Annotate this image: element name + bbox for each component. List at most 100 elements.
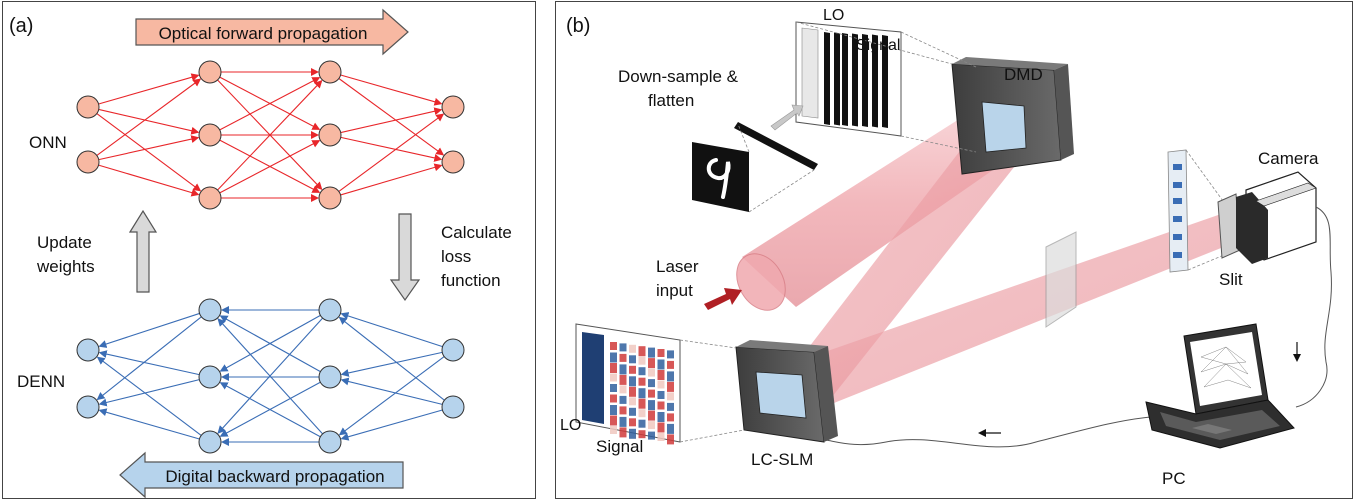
slm-pixel [629,397,636,406]
panel-b-label: (b) [566,15,590,37]
lcslm-label: LC-SLM [751,450,813,469]
lc-slm-device [735,340,838,443]
slm-pixel [629,376,636,387]
slm-pixel [648,347,655,358]
denn-edge [98,312,200,348]
onn-node [198,60,222,84]
slm-pixel [629,386,636,397]
denn-edge [340,409,443,441]
loss-label-2: loss [441,247,471,266]
denn-edge [96,316,202,401]
onn-edge [340,74,443,106]
onn-node [318,186,342,210]
slm-pixel [648,400,655,411]
onn-edge [338,78,445,156]
strip-mark [1173,198,1182,204]
loss-label-1: Calculate [441,223,512,242]
onn-node [76,95,100,119]
slm-pixel [648,379,655,388]
slm-pixel [657,370,665,380]
forward-propagation-arrow [135,8,409,56]
onn-node [318,123,342,147]
denn-nodes [76,298,465,454]
slm-pixel [667,402,674,411]
slm-pixel [657,359,665,370]
slm-pixel [657,422,665,433]
lo-bottom-label: LO [560,417,581,434]
onn-node [198,123,222,147]
slm-pixel [629,407,636,416]
onn-edge [217,79,323,191]
slm-pixel [629,365,636,374]
denn-node [198,430,222,454]
slm-pixel [648,431,655,440]
onn-edge [340,136,443,162]
slm-pixel [610,384,617,392]
backward-arrow-label: Digital backward propagation [165,467,384,486]
slm-pixel [657,401,665,410]
slm-pixel [648,368,655,377]
camera-label: Camera [1258,149,1319,168]
dmd-stripe [862,34,868,127]
slm-pixel [629,418,636,427]
slm-pixel [619,385,627,394]
slm-pixel [638,388,646,399]
dmd-label: DMD [1004,65,1043,84]
slit-label: Slit [1219,270,1243,289]
onn-node [441,150,465,174]
slm-pixel [667,413,674,422]
lens [1045,231,1077,328]
slm-pixel [667,423,674,434]
denn-node [198,365,222,389]
denn-connections [96,306,445,446]
onn-nodes [76,60,465,210]
laser-label-1: Laser [656,257,699,276]
strip-mark [1173,216,1182,222]
denn-edge [219,382,321,438]
onn-edge [96,113,202,192]
denn-node [318,430,342,454]
onn-edge [98,73,200,105]
downsample-arrow [770,104,804,131]
denn-edge [338,316,445,401]
slm-pixel [610,373,617,382]
panel-a-canvas: (a) Optical forward propagation ONN Upda… [9,8,512,499]
denn-edge [98,379,200,407]
strip-mark [1173,164,1182,170]
beam-input-face [736,253,786,311]
mnist-digit-image [692,142,749,212]
slm-pixel [619,395,627,404]
dmd-device [951,57,1074,175]
denn-edge [98,408,200,440]
slm-pixel [619,416,627,427]
onn-edge [98,135,200,161]
slm-pixel [638,409,646,418]
denn-node [318,298,342,322]
denn-node [198,298,222,322]
slm-pixel [667,371,674,382]
update-label-2: weights [36,257,95,276]
lc-slm-screen [755,371,807,419]
laser-input-arrow [704,288,742,310]
slm-to-slit-beam [796,214,1236,407]
onn-node [318,60,342,84]
denn-node [441,395,465,419]
panel-b-canvas: (b) DMD LO [560,7,1332,488]
slm-pixel [619,364,627,375]
slm-pixel [657,349,665,357]
strip-mark [1173,252,1182,258]
slm-pixel [638,346,646,357]
onn-edge [340,163,443,196]
dmd-to-slm-beam [786,117,1026,407]
slm-pixel [619,374,627,385]
denn-label: DENN [17,372,65,391]
dmd-stripe [872,34,878,128]
denn-node [318,365,342,389]
slm-pixel [657,433,665,441]
update-weights-arrow [128,209,158,293]
onn-edge [96,78,202,156]
dmd-stripe [852,33,858,127]
slm-pixel [657,380,665,389]
slm-pixel [619,353,627,362]
slm-pixel [638,430,646,439]
